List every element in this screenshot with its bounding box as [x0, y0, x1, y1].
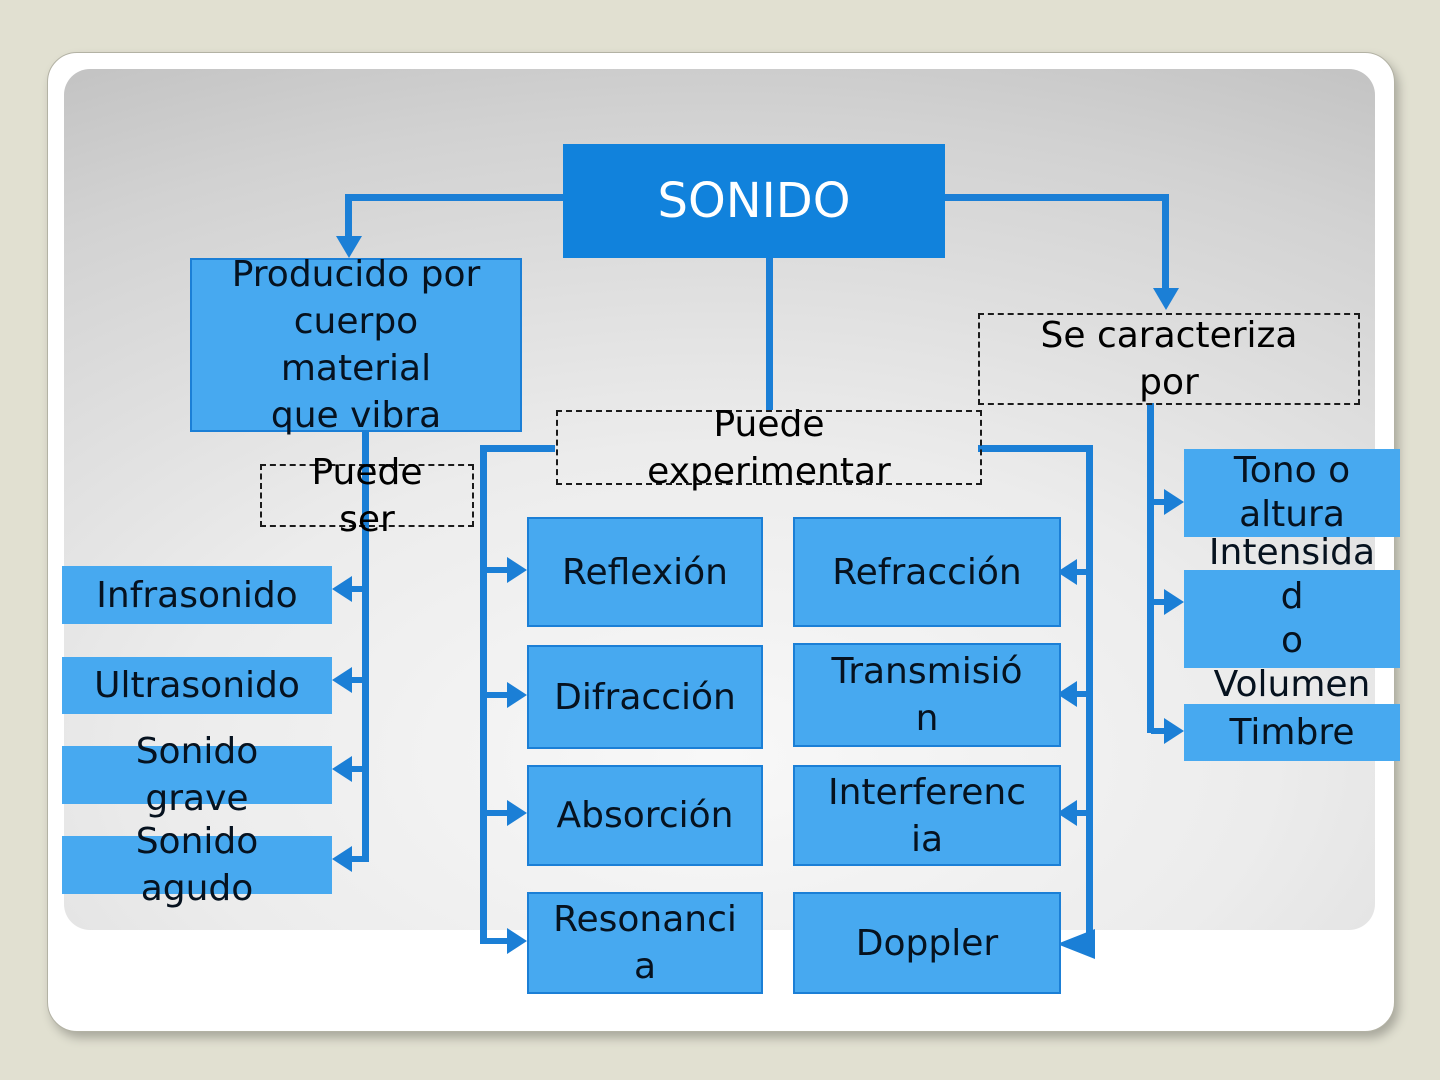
connector-line: [486, 692, 509, 698]
node-tono-altura: Tono o altura: [1184, 449, 1400, 537]
connector-line: [486, 810, 509, 816]
arrowhead-left-icon: [332, 846, 352, 872]
connector-line: [1147, 403, 1154, 733]
connector-line: [1075, 569, 1090, 575]
arrowhead-right-icon: [1164, 718, 1184, 744]
arrowhead-left-icon: [332, 576, 352, 602]
connector-line: [1086, 445, 1093, 935]
connector-line: [1162, 194, 1169, 288]
node-refraccion: Refracción: [793, 517, 1061, 627]
arrowhead-left-icon: [332, 756, 352, 782]
node-intensidad-volumen: Intensida d o Volumen: [1184, 532, 1400, 705]
arrowhead-left-icon: [1057, 559, 1077, 585]
connector-line: [1075, 810, 1090, 816]
connector-line: [486, 567, 509, 573]
node-sonido-agudo: Sonido agudo: [62, 821, 332, 909]
connector-label-se-caracteriza-por: Se caracteriza por: [978, 313, 1360, 405]
connector-line: [350, 586, 368, 592]
arrowhead-down-icon: [336, 236, 362, 258]
node-ultrasonido: Ultrasonido: [62, 657, 332, 714]
connector-line: [941, 194, 1169, 201]
connector-label-puede-experimentar: Puede experimentar: [556, 404, 982, 492]
connector-line: [350, 766, 368, 772]
connector-line: [1151, 499, 1167, 505]
connector-line: [1151, 599, 1167, 605]
node-resonancia: Resonanci a: [527, 892, 763, 994]
node-transmision: Transmisió n: [793, 643, 1061, 747]
arrowhead-down-icon: [1153, 288, 1179, 310]
node-doppler: Doppler: [793, 892, 1061, 994]
node-difraccion: Difracción: [527, 645, 763, 749]
node-infrasonido: Infrasonido: [62, 566, 332, 624]
arrowhead-right-icon: [507, 682, 527, 708]
arrowhead-right-icon: [1164, 589, 1184, 615]
connector-label-puede-ser: Puede ser: [260, 452, 474, 540]
arrowhead-left-icon: [1057, 681, 1077, 707]
connector-line: [362, 428, 369, 862]
connector-line: [1151, 728, 1167, 734]
connector-line: [766, 256, 773, 410]
arrowhead-left-icon: [332, 667, 352, 693]
arrowhead-right-icon: [507, 928, 527, 954]
arrowhead-right-icon: [1164, 489, 1184, 515]
connector-line: [480, 445, 487, 944]
connector-line: [978, 445, 1093, 452]
arrowhead-right-icon: [507, 557, 527, 583]
arrowhead-right-icon: [507, 800, 527, 826]
connector-line: [1075, 691, 1090, 697]
node-interferencia: Interferenc ia: [793, 765, 1061, 866]
node-reflexion: Reflexión: [527, 517, 763, 627]
arrowhead-left-icon: [1057, 929, 1095, 959]
arrowhead-left-icon: [1057, 800, 1077, 826]
node-absorcion: Absorción: [527, 765, 763, 866]
connector-line: [345, 194, 352, 238]
node-sonido: SONIDO: [563, 144, 945, 258]
node-sonido-grave: Sonido grave: [62, 731, 332, 819]
connector-line: [350, 856, 368, 862]
connector-line: [350, 677, 368, 683]
node-producido-por-cuerpo: Producido por cuerpo material que vibra: [190, 254, 522, 436]
node-timbre: Timbre: [1184, 704, 1400, 761]
connector-line: [348, 194, 563, 201]
connector-line: [483, 445, 555, 452]
connector-line: [486, 938, 509, 944]
